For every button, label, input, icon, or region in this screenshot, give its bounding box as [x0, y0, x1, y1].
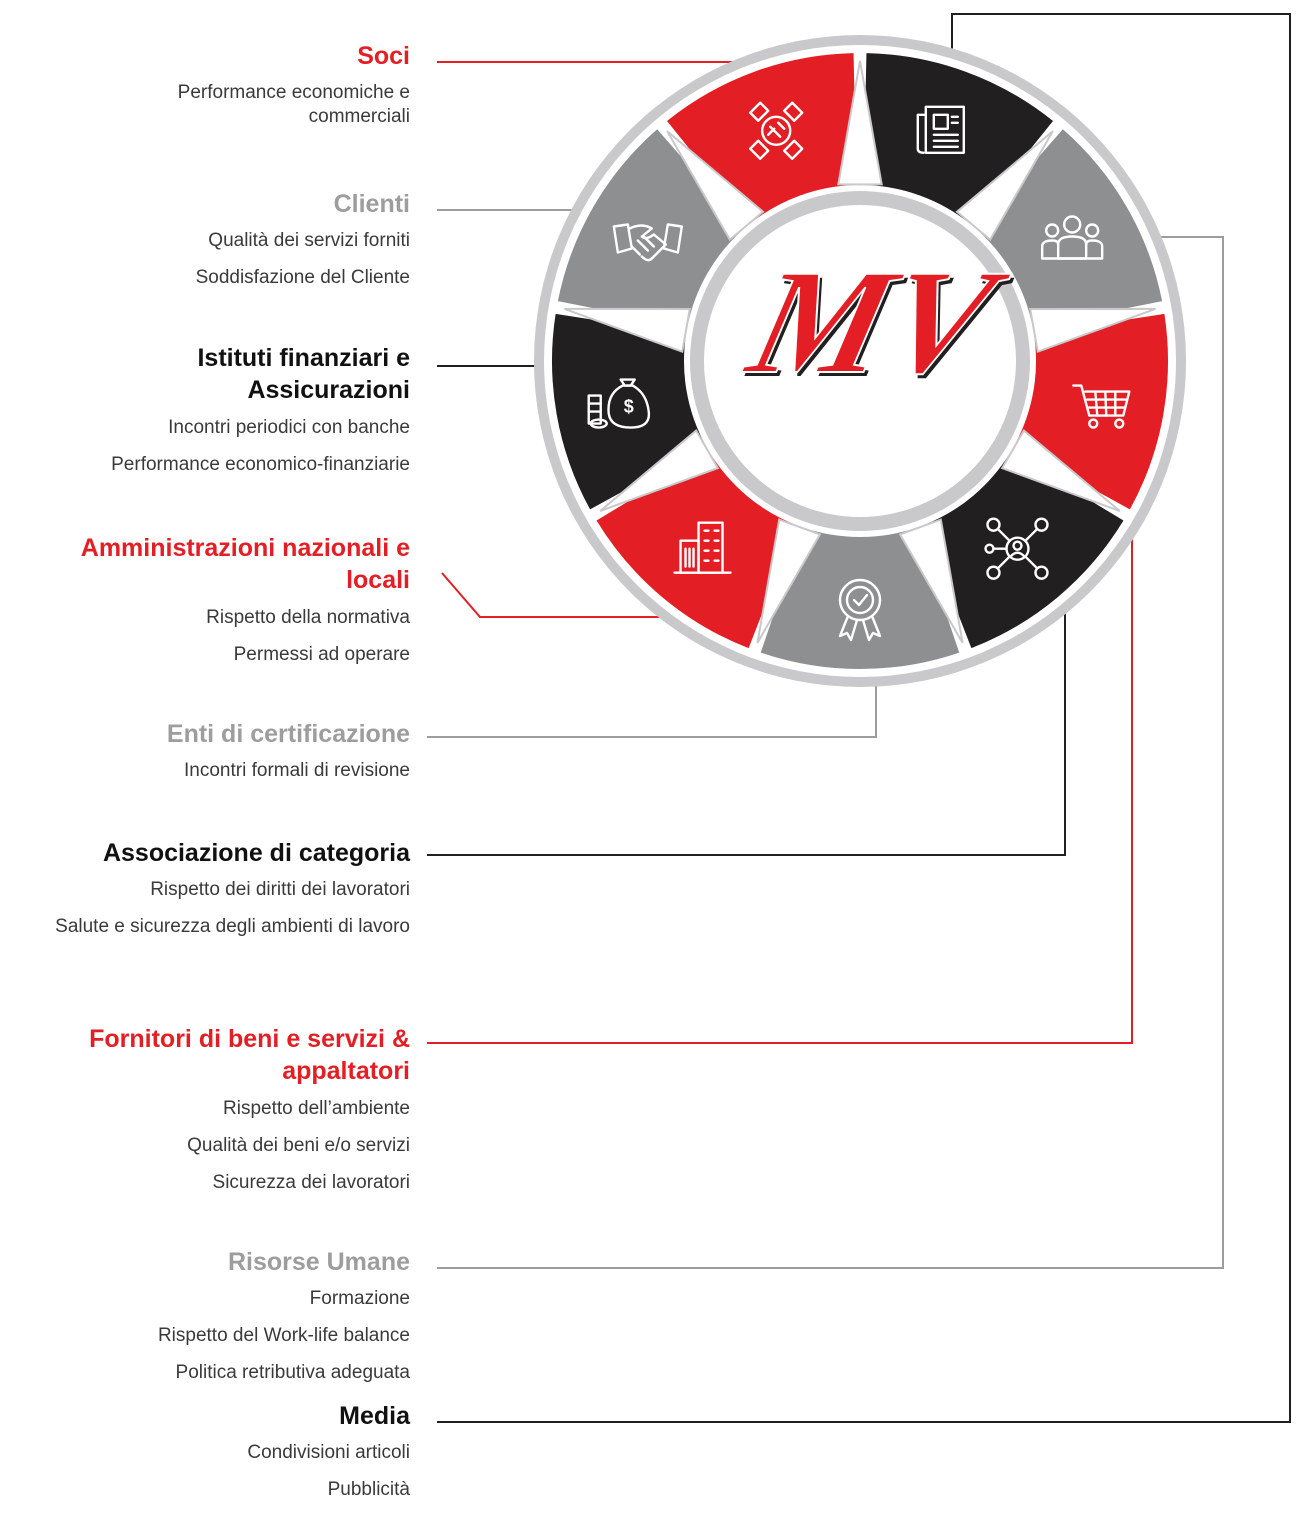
network-icon — [984, 517, 1049, 580]
stakeholder-item: Politica retributiva adeguata — [175, 1362, 410, 1383]
connector-soci — [437, 61, 743, 77]
stakeholder-clienti: Clienti Qualità dei servizi forniti Sodd… — [0, 188, 410, 290]
star-point — [564, 307, 691, 354]
mv-logo: MV MV — [731, 237, 1023, 408]
segment-enti — [760, 527, 960, 669]
star-point — [756, 518, 822, 644]
stakeholder-title: Soci — [357, 42, 410, 70]
stakeholder-title: Clienti — [333, 190, 410, 218]
buildings-icon — [673, 521, 732, 574]
money-bag-icon: $ — [587, 378, 651, 429]
stakeholder-title: Risorse Umane — [227, 1248, 410, 1276]
segment-icons: $ — [587, 101, 1131, 642]
stakeholder-item: Sicurezza dei lavoratori — [212, 1172, 410, 1193]
connector-associazione — [427, 610, 1066, 856]
stakeholder-fornitori: Fornitori di beni e servizi & appaltator… — [0, 1023, 410, 1195]
award-badge-icon — [838, 578, 882, 642]
connector-media — [437, 13, 1291, 1423]
star-point — [666, 130, 765, 242]
stakeholder-title: Istituti finanziari e Assicurazioni — [197, 344, 410, 404]
stakeholder-item: Qualità dei beni e/o servizi — [187, 1135, 410, 1156]
star-point — [955, 130, 1054, 242]
stakeholder-item: Permessi ad operare — [233, 644, 410, 665]
connector-fornitori — [427, 510, 1133, 1044]
center-disc — [704, 205, 1016, 517]
star-point — [837, 60, 883, 186]
stakeholder-associazione: Associazione di categoria Rispetto dei d… — [0, 837, 410, 939]
logo-shadow: MV — [735, 242, 1023, 408]
stakeholder-item: Performance economiche e commerciali — [177, 82, 410, 127]
connector-enti — [427, 676, 877, 738]
stakeholder-item: Formazione — [309, 1288, 410, 1309]
stakeholder-item: Rispetto della normativa — [206, 607, 410, 628]
stakeholder-item: Pubblicità — [327, 1479, 410, 1500]
stakeholder-title: Fornitori di beni e servizi & appaltator… — [89, 1025, 410, 1085]
stakeholder-istituti: Istituti finanziari e Assicurazioni Inco… — [0, 342, 410, 477]
people-group-icon — [1040, 215, 1104, 260]
newspaper-icon — [916, 105, 965, 154]
stakeholder-item: Performance economico-finanziarie — [111, 454, 410, 475]
segment-associazione — [923, 452, 1124, 649]
connector-lines — [427, 13, 1291, 1423]
shopping-cart-icon — [1072, 384, 1131, 429]
wheel: $ MV MV — [534, 35, 1186, 687]
segment-soci — [667, 53, 857, 224]
stakeholder-soci: Soci Performance economiche e commercial… — [0, 40, 410, 129]
connector-amministrazioni — [441, 572, 668, 618]
stakeholder-title: Enti di certificazione — [166, 720, 410, 748]
stakeholder-title: Media — [339, 1402, 410, 1430]
compass-star — [564, 60, 1156, 644]
star-point — [599, 429, 720, 512]
stakeholder-item: Incontri periodici con banche — [168, 417, 410, 438]
stakeholder-item: Salute e sicurezza degli ambienti di lav… — [55, 916, 410, 937]
stakeholder-risorse: Risorse Umane Formazione Rispetto del Wo… — [0, 1246, 410, 1385]
stakeholder-enti: Enti di certificazione Incontri formali … — [0, 718, 410, 783]
stakeholder-item: Incontri formali di revisione — [184, 760, 410, 781]
stakeholder-item: Rispetto del Work-life balance — [157, 1325, 410, 1346]
handshake-icon — [612, 223, 684, 262]
stakeholder-title: Amministrazioni nazionali e locali — [80, 534, 410, 594]
stakeholder-title: Associazione di categoria — [102, 839, 410, 867]
stakeholder-item: Rispetto dell’ambiente — [223, 1098, 410, 1119]
star-point — [898, 518, 964, 644]
dollar-sign: $ — [624, 397, 634, 417]
stakeholder-media: Media Condivisioni articoli Pubblicità — [0, 1400, 410, 1502]
segment-media — [863, 53, 1053, 224]
handshake-circle-icon — [749, 101, 804, 160]
stakeholder-item: Rispetto dei diritti dei lavoratori — [150, 879, 410, 900]
stakeholder-amministrazioni: Amministrazioni nazionali e locali Rispe… — [0, 532, 410, 667]
star-point — [1029, 307, 1156, 354]
stakeholder-item: Condivisioni articoli — [247, 1442, 410, 1463]
stakeholder-item: Qualità dei servizi forniti — [208, 230, 410, 251]
star-point — [1000, 429, 1121, 512]
stakeholder-item: Soddisfazione del Cliente — [195, 267, 410, 288]
segment-amministrazioni — [596, 452, 797, 649]
logo-text: MV — [732, 238, 1020, 404]
connector-risorse — [437, 236, 1224, 1269]
